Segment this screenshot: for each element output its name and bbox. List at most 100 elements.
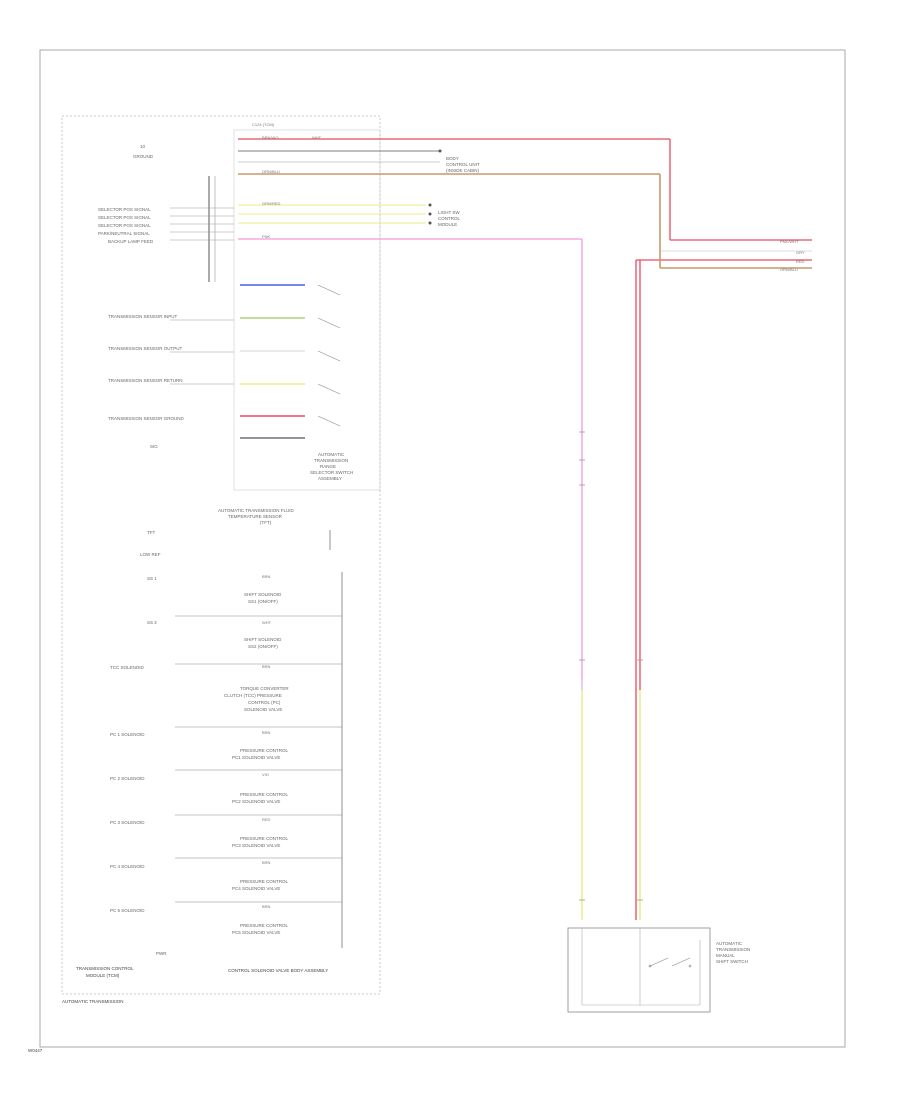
pink-wire [238,238,583,680]
solenoid-valve-label: SHIFT SOLENOID [244,637,282,642]
solenoid-pin-label: PC 4 SOLENOID [110,864,145,869]
tan-wire [238,173,812,269]
solenoid-wire-color: WHT [262,620,272,625]
speed-pin-label: TRANSMISSION SENSOR OUTPUT [108,346,183,351]
sensor-label-line: TRANSMISSION [314,458,348,463]
solenoid-valve-label: SOLENOID VALVE [244,707,282,712]
solenoid-pin-label: LOW REF [140,552,161,557]
switch-contacts [317,284,341,427]
solenoid-valve-label: PC1 SOLENOID VALVE [232,755,280,760]
right-exit-label: PNK/WHT [780,239,799,244]
speed-pin-label: TRANSMISSION SENSOR RETURN [108,378,183,383]
manual-shift-switch-box [567,927,711,1013]
right-exit-label: RED [796,259,805,264]
left-leads [170,207,234,385]
solenoid-valve-label: CLUTCH (TCC) PRESSURE [224,693,282,698]
splice-dot [428,221,432,225]
wire-color-label: ORN/BLU [262,169,280,174]
range-pin-label: BACKUP LAMP FEED [108,239,154,244]
solenoid-valve-label: PRESSURE CONTROL [240,748,289,753]
range-pin-label: SELECTOR POS SIGNAL [98,207,151,212]
red-wire [238,138,812,241]
wire-color-label: BRN/VIO [262,135,278,140]
solenoid-valve-label: TORQUE CONVERTER [240,686,289,691]
harness-dashed-box [61,115,381,995]
range-pin-label: SELECTOR POS SIGNAL [98,215,151,220]
wire-color-label: WHT [312,135,322,140]
tcm-pin-number: 10 [140,144,146,149]
grey-wire [238,150,812,252]
callout-line: MODULE [438,222,457,227]
splice-dot [428,203,432,207]
solenoid-wire-color: BRN [262,860,271,865]
solenoid-pin-label: PC 3 SOLENOID [110,820,145,825]
shift-switch-label: MANUAL [716,953,735,958]
solenoid-pin-label: PC 1 SOLENOID [110,732,145,737]
solenoid-separators [175,615,342,903]
right-exit-label: GRY [796,250,805,255]
range-pin-label: PARK/NEUTRAL SIGNAL [98,231,150,236]
callout-line: (INSIDE CABIN) [446,168,480,173]
callout-line: BODY [446,156,459,161]
switch-contact-symbol [648,957,692,968]
solenoid-wire-color: RED [262,817,271,822]
solenoid-valve-label: PC3 SOLENOID VALVE [232,843,280,848]
solenoid-wire-color: VIO [262,772,269,777]
solenoid-valve-label: PRESSURE CONTROL [240,923,289,928]
solenoid-valve-label: SS2 (ON/OFF) [248,644,278,649]
shift-switch-label: TRANSMISSION [716,947,750,952]
callout-line: LIGHT SW [438,210,460,215]
solenoid-pin-label: TCC SOLENOID [110,665,145,670]
solenoid-title-line: AUTOMATIC TRANSMISSION FLUID [218,508,295,513]
range-sensor-box [233,129,381,491]
red-wire-2 [635,259,812,920]
sensor-label-line: SELECTOR SWITCH [310,470,353,475]
solenoid-valve-label: CONTROL (PC) [248,700,281,705]
solenoid-title-line: TEMPERATURE SENSOR [228,514,283,519]
speed-pin-label: TRANSMISSION SENSOR INPUT [108,314,178,319]
callout-line: CONTROL UNIT [446,162,480,167]
tcm-label-line: MODULE (TCM) [86,973,120,978]
solenoid-valve-label: PRESSURE CONTROL [240,879,289,884]
solenoid-valve-label: PC5 SOLENOID VALVE [232,930,280,935]
diagram-frame [39,49,846,1048]
sensor-bottom-label: SIG [150,444,158,449]
solenoid-valve-label: PC4 SOLENOID VALVE [232,886,280,891]
range-pin-label: SELECTOR POS SIGNAL [98,223,151,228]
valve-body-label: CONTROL SOLENOID VALVE BODY ASSEMBLY [228,968,328,973]
wire-color-label: GRN/RED [262,201,281,206]
wire-color-label: PNK [262,234,271,239]
solenoid-pin-label: TFT [147,530,155,535]
solenoid-title-line: (TFT) [260,520,272,525]
solenoid-wire-color: BRN [262,730,271,735]
tcm-pin-label: GROUND [133,154,154,159]
shift-switch-label: SHIFT SWITCH [716,959,748,964]
splice-dot [428,212,432,216]
sensor-label-line: RANGE [320,464,336,469]
shift-switch-label: AUTOMATIC [716,941,743,946]
callout-line: CONTROL [438,216,460,221]
solenoid-pin-label: SS 2 [147,620,157,625]
solenoid-wire-color: BRN [262,574,271,579]
footer-code: W0447 [28,1048,43,1053]
solenoid-valve-label: PRESSURE CONTROL [240,792,289,797]
solenoid-pin-label: PWR [156,951,167,956]
right-exit-label: ORN/BLU [780,267,798,272]
yellow-wires [238,204,426,224]
solenoid-valve-label: PRESSURE CONTROL [240,836,289,841]
solenoid-pin-label: PC 5 SOLENOID [110,908,145,913]
splice-dot [438,149,442,153]
speed-pin-label: TRANSMISSION SENSOR GROUND [108,416,185,421]
solenoid-wire-color: BRN [262,904,271,909]
solenoid-valve-label: PC2 SOLENOID VALVE [232,799,280,804]
solenoid-wire-color: BRN [262,664,271,669]
tcm-label-line: TRANSMISSION CONTROL [76,966,134,971]
solenoid-pin-label: PC 2 SOLENOID [110,776,145,781]
solenoid-valve-label: SS1 (ON/OFF) [248,599,278,604]
vertical-wire-markers [579,431,643,901]
solenoid-valve-label: SHIFT SOLENOID [244,592,282,597]
solenoid-pin-label: SS 1 [147,576,157,581]
tcm-header-code: C124 (TCM) [252,122,275,127]
sensor-label-line: ASSEMBLY [318,476,342,481]
